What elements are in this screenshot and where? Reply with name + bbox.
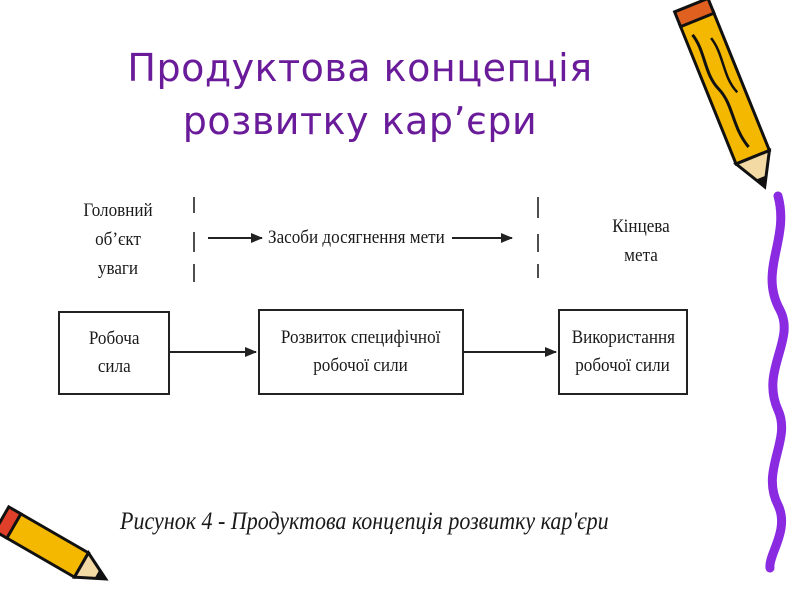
header-main-object: Головний об’єкт уваги: [68, 196, 169, 283]
box-usage: Використання робочої сили: [558, 309, 688, 395]
header-final-goal-line-1: Кінцева: [612, 216, 670, 237]
box-development: Розвиток специфічної робочої сили: [258, 309, 464, 395]
slide-title-line-1: Продуктова концепція: [127, 46, 593, 90]
header-main-object-line-2: об’єкт: [95, 229, 141, 250]
swirl-ribbon-icon: [765, 191, 789, 573]
pencil-icon: [0, 504, 109, 581]
box-workforce-line-2: сила: [97, 356, 131, 377]
header-main-object-line-1: Головний: [83, 200, 153, 221]
header-means: Засоби досягнення мети: [268, 227, 445, 248]
box-development-line-2: робочої сили: [313, 355, 409, 376]
header-final-goal-line-2: мета: [624, 245, 658, 266]
box-usage-line-1: Використання: [571, 327, 675, 348]
figure-caption: Рисунок 4 - Продуктова концепція розвитк…: [120, 508, 609, 535]
pencil-icon: [672, 0, 772, 190]
slide-title-line-2: розвитку кар’єри: [182, 99, 538, 143]
slide-title: Продуктова концепція розвитку кар’єри: [90, 42, 630, 148]
header-final-goal: Кінцева мета: [592, 212, 691, 270]
box-usage-line-2: робочої сили: [575, 355, 671, 376]
box-workforce-line-1: Робоча: [88, 328, 140, 349]
box-workforce: Робоча сила: [58, 311, 170, 395]
header-main-object-line-3: уваги: [97, 258, 139, 279]
box-development-line-1: Розвиток специфічної: [281, 327, 441, 348]
